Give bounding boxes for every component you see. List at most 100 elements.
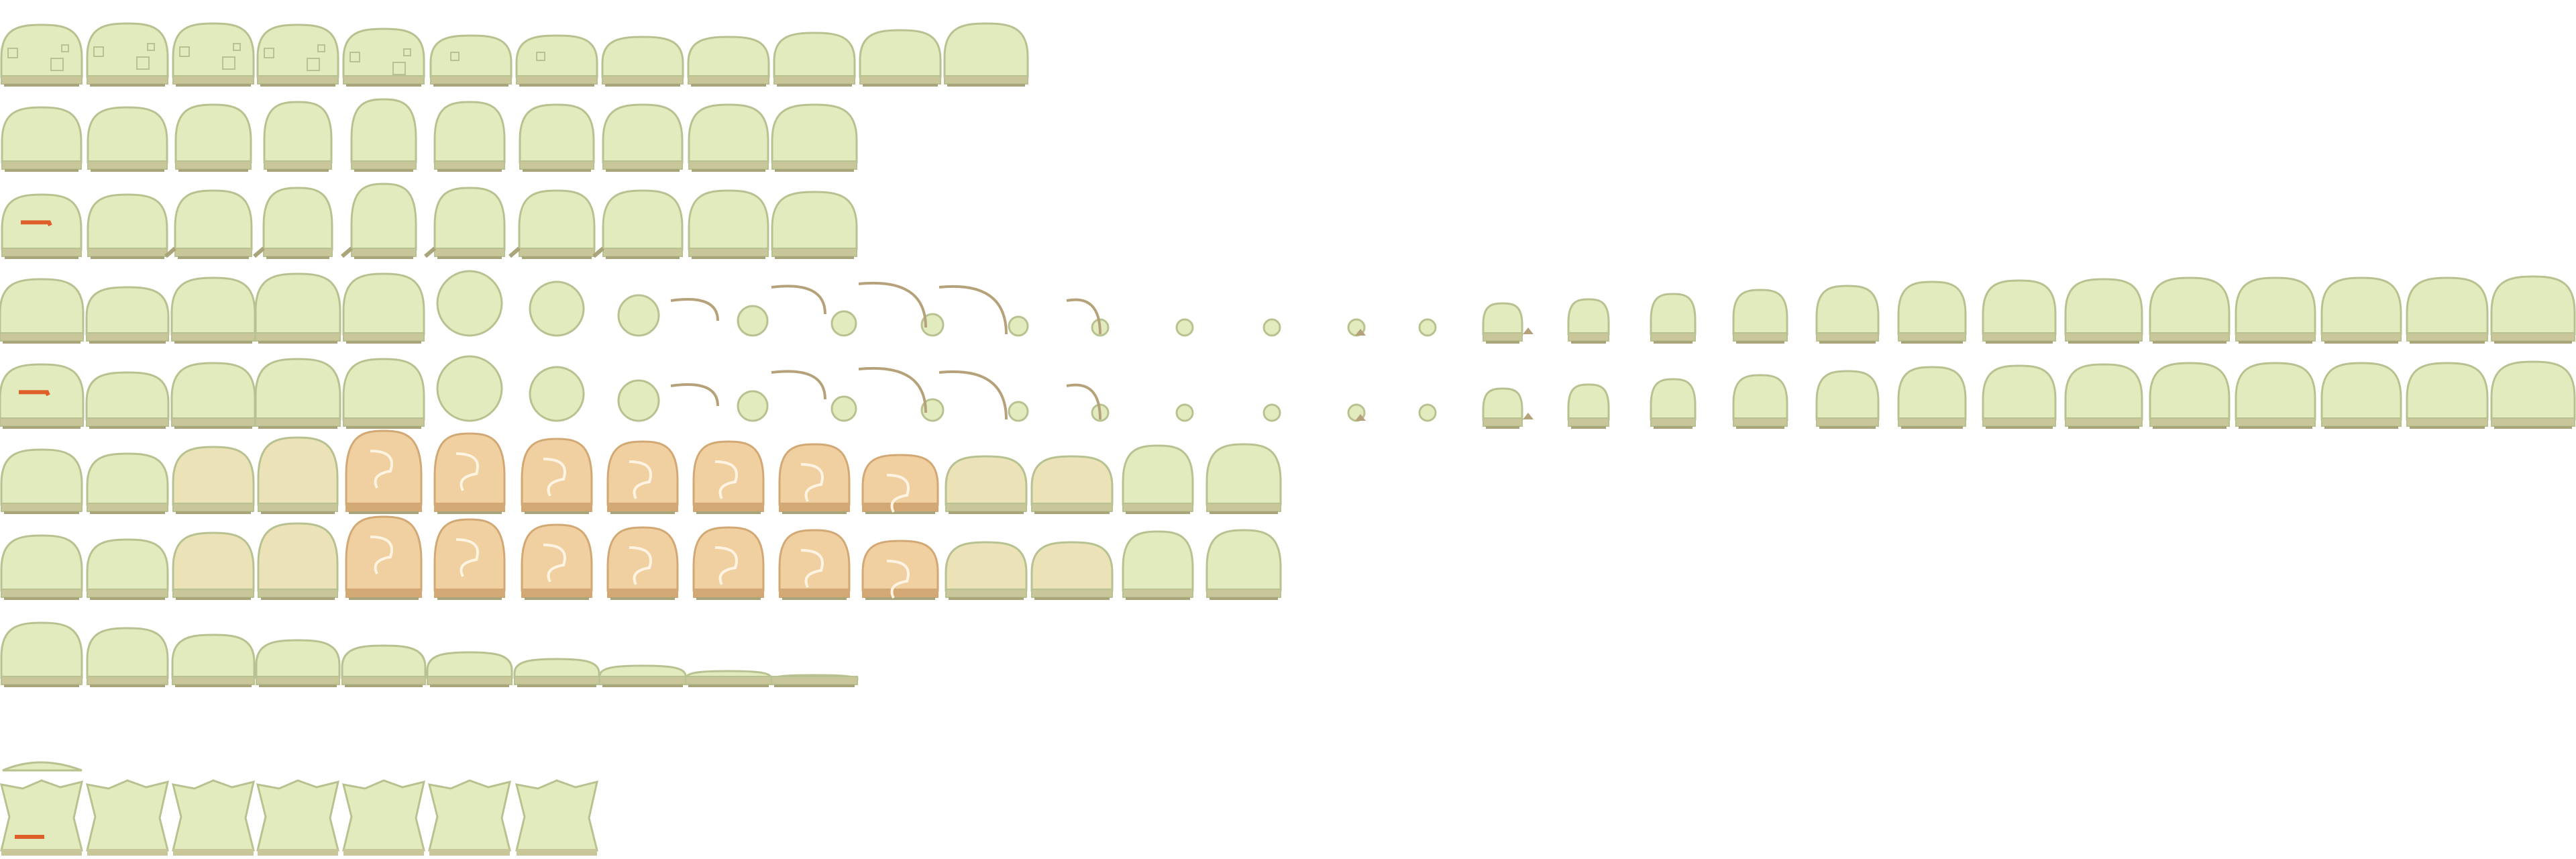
slime-body xyxy=(262,187,333,251)
slime-shadow xyxy=(4,685,79,687)
slime-body xyxy=(606,440,679,506)
slime-shadow xyxy=(2410,426,2485,429)
jump-trail xyxy=(1066,383,1102,420)
slime-frame xyxy=(342,28,425,87)
slime-body xyxy=(601,36,684,79)
slime-frame xyxy=(2320,362,2402,429)
slime-frame xyxy=(606,526,679,600)
slime-shadow xyxy=(176,597,251,600)
slime-shadow xyxy=(606,169,680,172)
slime-shadow xyxy=(1571,341,1606,344)
slime-body xyxy=(0,278,85,336)
slime-frame xyxy=(426,651,513,687)
slime-frame xyxy=(1732,374,1788,429)
slime-base xyxy=(1,589,83,598)
slime-frame xyxy=(341,183,417,259)
slime-frame xyxy=(164,189,253,259)
jump-trail xyxy=(938,370,1008,420)
jump-trail xyxy=(858,366,927,413)
slime-shadow xyxy=(692,256,765,259)
slime-shadow xyxy=(354,169,413,172)
slime-body xyxy=(692,440,765,506)
splat-base xyxy=(87,849,168,856)
splat-body xyxy=(0,779,83,852)
slime-base xyxy=(1031,503,1113,512)
slime-shadow xyxy=(178,256,249,259)
slime-body xyxy=(598,664,687,679)
puddle xyxy=(2,761,83,772)
slime-frame xyxy=(172,446,255,514)
slime-frame xyxy=(256,23,339,87)
slime-base xyxy=(779,503,850,512)
slime-shadow xyxy=(346,341,421,344)
slime-frame xyxy=(1650,378,1697,429)
jump-trail xyxy=(771,370,826,400)
slime-base xyxy=(859,75,941,85)
slime-base xyxy=(172,503,254,512)
slime-base xyxy=(514,676,600,685)
slime-frame xyxy=(433,101,506,172)
morph-highlight xyxy=(629,460,652,499)
slime-frame xyxy=(778,443,851,514)
row-melt xyxy=(0,621,859,687)
slime-shadow xyxy=(947,84,1025,87)
slime-shadow xyxy=(865,511,935,514)
slime-base xyxy=(87,676,168,685)
slime-shadow xyxy=(2068,426,2139,429)
slime-frame xyxy=(771,103,858,172)
slime-body xyxy=(1030,455,1114,506)
morph-highlight xyxy=(886,560,910,599)
slime-shadow xyxy=(430,685,509,687)
slime-shadow xyxy=(437,169,502,172)
slime-body xyxy=(859,29,942,79)
slime-body xyxy=(350,98,417,164)
drip-shadow xyxy=(253,246,265,258)
slime-shadow xyxy=(525,597,589,600)
slime-frame xyxy=(1815,370,1880,429)
slime-body xyxy=(2235,362,2316,421)
slime-shadow xyxy=(775,169,854,172)
slime-shadow xyxy=(5,169,78,172)
jump-trail xyxy=(670,383,719,407)
slime-shadow xyxy=(1901,426,1963,429)
slime-base xyxy=(773,75,855,85)
splat-body xyxy=(256,779,339,852)
slime-frame xyxy=(263,101,333,172)
splat-body xyxy=(515,779,598,852)
slime-base xyxy=(599,676,686,685)
slime-ball xyxy=(617,379,660,422)
slime-frame xyxy=(2064,363,2143,429)
splat-base xyxy=(1,849,82,856)
slime-body xyxy=(172,446,255,506)
slime-body xyxy=(945,455,1028,506)
row-squash xyxy=(1,98,858,172)
slime-body xyxy=(254,272,341,336)
slime-frame xyxy=(592,189,684,259)
slime-frame xyxy=(0,363,85,429)
slime-base xyxy=(174,248,252,257)
slime-base xyxy=(1898,417,1966,427)
slime-body xyxy=(687,36,770,79)
slime-body xyxy=(170,276,256,336)
slime-shadow xyxy=(90,511,165,514)
slime-shadow xyxy=(696,597,761,600)
slime-frame xyxy=(602,103,684,172)
slime-base xyxy=(172,676,255,685)
slime-frame xyxy=(86,538,169,600)
slime-base xyxy=(2065,417,2143,427)
slime-body xyxy=(945,541,1028,592)
slime-frame xyxy=(2149,362,2231,429)
slime-body xyxy=(771,103,858,164)
slime-shadow xyxy=(4,597,79,600)
slime-ball xyxy=(1175,403,1194,422)
bubble xyxy=(350,52,360,62)
slime-base xyxy=(345,589,422,598)
slime-base xyxy=(2235,332,2316,342)
slime-base xyxy=(1,160,82,170)
slime-body xyxy=(342,272,425,336)
morph-highlight xyxy=(370,536,393,574)
slime-body xyxy=(1567,383,1610,421)
slime-base xyxy=(87,589,168,598)
bubble xyxy=(136,56,150,70)
